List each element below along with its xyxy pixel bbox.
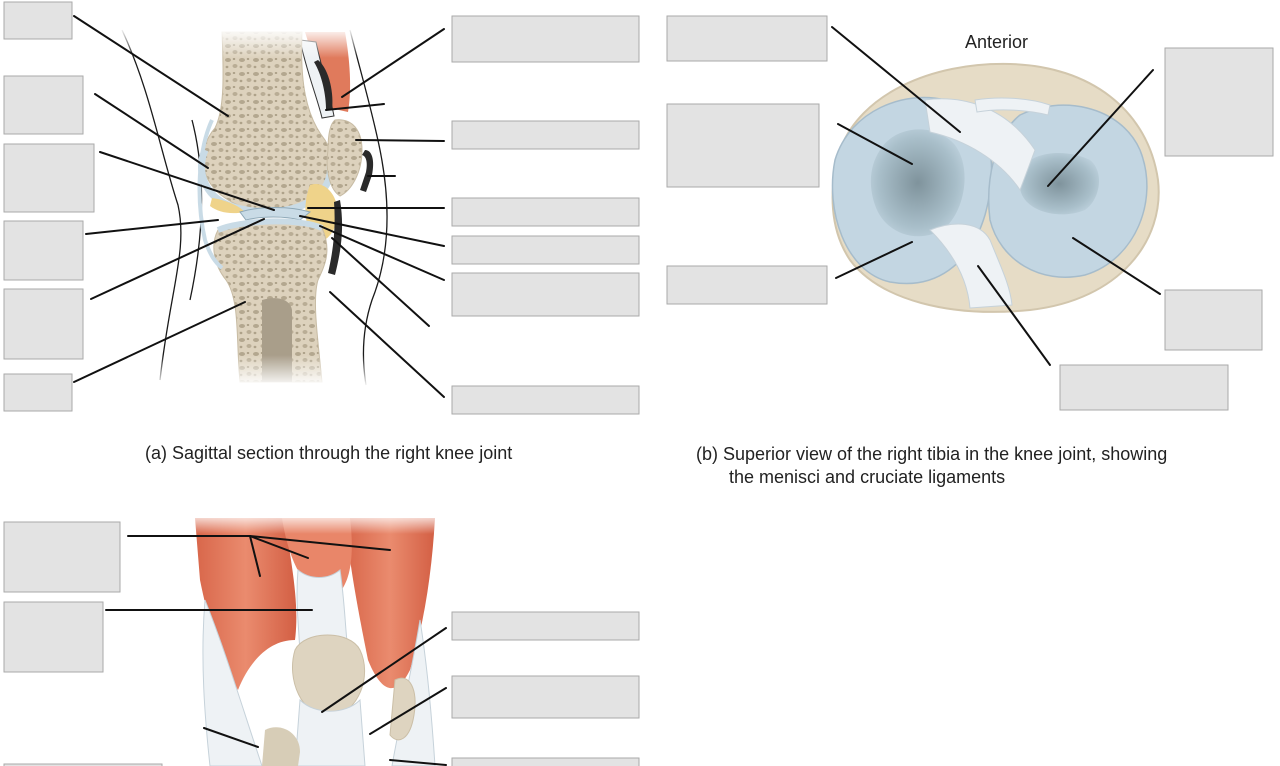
label-box[interactable] xyxy=(666,103,820,188)
anterior-cruciate-ligament xyxy=(924,98,1036,192)
label-box[interactable] xyxy=(451,15,640,63)
leader-line xyxy=(331,237,430,327)
leader-line xyxy=(329,291,445,398)
joint-capsule xyxy=(197,119,224,270)
label-box[interactable] xyxy=(3,601,104,673)
leader-line xyxy=(249,535,391,551)
vastus-medialis xyxy=(345,518,435,689)
transverse-ligament xyxy=(974,97,1051,116)
panel-b-caption-line2: the menisci and cruciate ligaments xyxy=(729,467,1006,487)
leader-line xyxy=(99,151,275,211)
label-box[interactable] xyxy=(451,235,640,265)
label-box[interactable] xyxy=(451,120,640,150)
leader-line xyxy=(90,218,265,300)
label-box[interactable] xyxy=(451,272,640,317)
leader-line xyxy=(319,225,445,281)
leader-lines xyxy=(73,15,1161,766)
anterior-skin-outline xyxy=(349,29,388,386)
leader-line xyxy=(1072,237,1161,295)
leader-line xyxy=(355,139,445,142)
anterior-orientation-label: Anterior xyxy=(965,32,1029,52)
leader-line xyxy=(977,265,1051,366)
label-box[interactable] xyxy=(451,197,640,227)
leader-line xyxy=(73,301,246,383)
lateral-femoral-condyle xyxy=(389,677,416,741)
patellar-ligament xyxy=(328,200,343,275)
leader-line xyxy=(835,241,913,279)
label-box[interactable] xyxy=(1164,47,1274,157)
label-box[interactable] xyxy=(3,373,73,412)
medial-retinaculum xyxy=(202,599,263,766)
label-box[interactable] xyxy=(666,15,828,62)
patella xyxy=(326,119,363,197)
leader-line xyxy=(325,103,385,111)
label-box[interactable] xyxy=(3,288,84,360)
label-box[interactable] xyxy=(1164,289,1263,351)
label-box[interactable] xyxy=(451,757,640,766)
leader-line xyxy=(249,535,261,577)
leader-line xyxy=(321,627,447,713)
lateral-articular-surface xyxy=(1019,153,1100,215)
leader-line xyxy=(73,15,229,117)
label-box[interactable] xyxy=(3,220,84,281)
posterior-fat xyxy=(210,198,245,214)
panel-a-illustration xyxy=(120,28,390,387)
posterior-skin-outline xyxy=(121,29,182,381)
leader-line xyxy=(85,219,219,235)
tibia-articular-cartilage xyxy=(216,218,324,233)
leader-line xyxy=(94,93,209,169)
medial-femoral-condyle xyxy=(262,727,300,766)
posterior-cruciate-ligament xyxy=(929,223,1013,309)
label-box[interactable] xyxy=(3,521,121,593)
leader-line xyxy=(831,26,961,133)
label-box[interactable] xyxy=(3,1,73,40)
suprapatellar-bursa xyxy=(314,60,333,110)
label-box[interactable] xyxy=(1059,364,1229,411)
leader-line xyxy=(299,215,445,247)
leader-line xyxy=(389,759,447,766)
label-boxes xyxy=(3,1,1274,766)
label-box[interactable] xyxy=(451,675,640,719)
label-box[interactable] xyxy=(3,75,84,135)
label-box[interactable] xyxy=(3,143,95,213)
label-box[interactable] xyxy=(451,385,640,415)
panel-c-illustration xyxy=(190,512,440,766)
meniscus-sagittal xyxy=(239,207,312,221)
prepatellar-bursa xyxy=(360,150,374,192)
label-box[interactable] xyxy=(3,763,163,766)
label-box[interactable] xyxy=(666,265,828,305)
panel-b-caption-line1: (b) Superior view of the right tibia in … xyxy=(696,444,1168,464)
leader-line xyxy=(1047,69,1154,187)
patellar-ligament-anterior xyxy=(294,698,366,766)
panel-a-caption: (a) Sagittal section through the right k… xyxy=(145,443,513,463)
leader-line xyxy=(249,535,309,559)
panel-b-illustration xyxy=(831,62,1160,313)
leader-line xyxy=(203,727,259,748)
leader-line xyxy=(837,123,913,165)
medial-articular-surface xyxy=(870,129,965,237)
label-box[interactable] xyxy=(451,611,640,641)
patella-anterior xyxy=(291,634,365,719)
leader-line xyxy=(341,28,445,98)
leader-line xyxy=(369,687,447,735)
